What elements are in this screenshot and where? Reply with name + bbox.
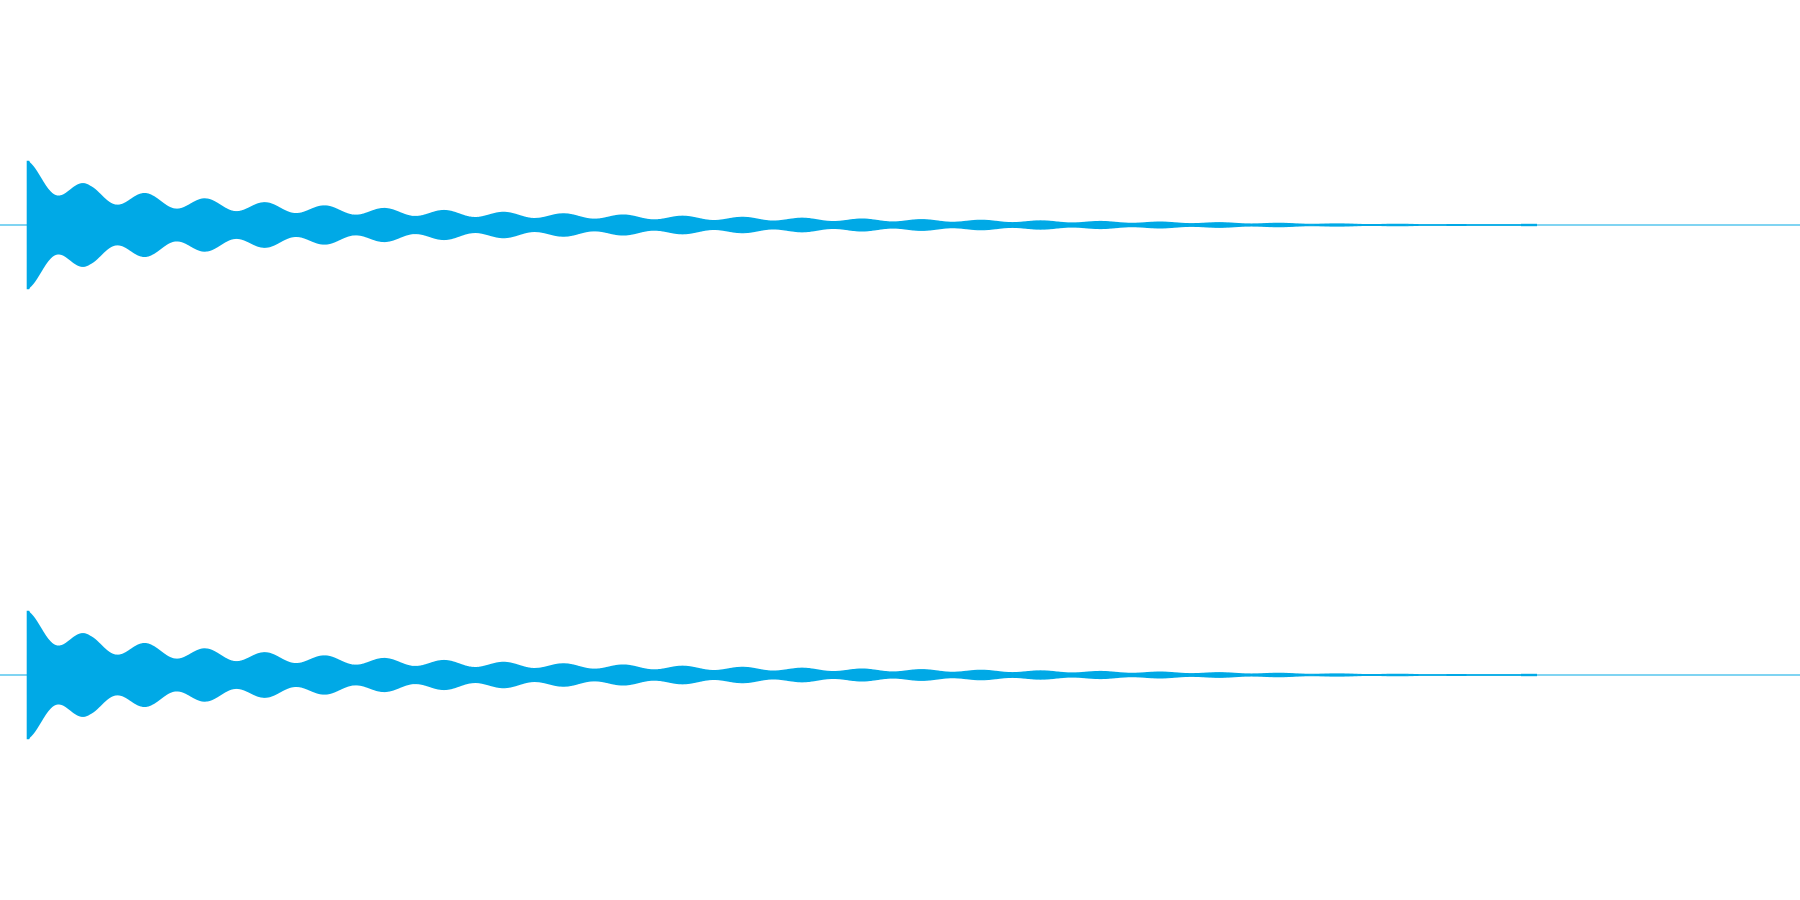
channel-2-wave-shape (26, 610, 1536, 740)
channel-1-wave-shape (26, 160, 1536, 290)
channel-2-tail-segment (1521, 673, 1537, 677)
channel-1-tail-segment (1521, 223, 1537, 227)
